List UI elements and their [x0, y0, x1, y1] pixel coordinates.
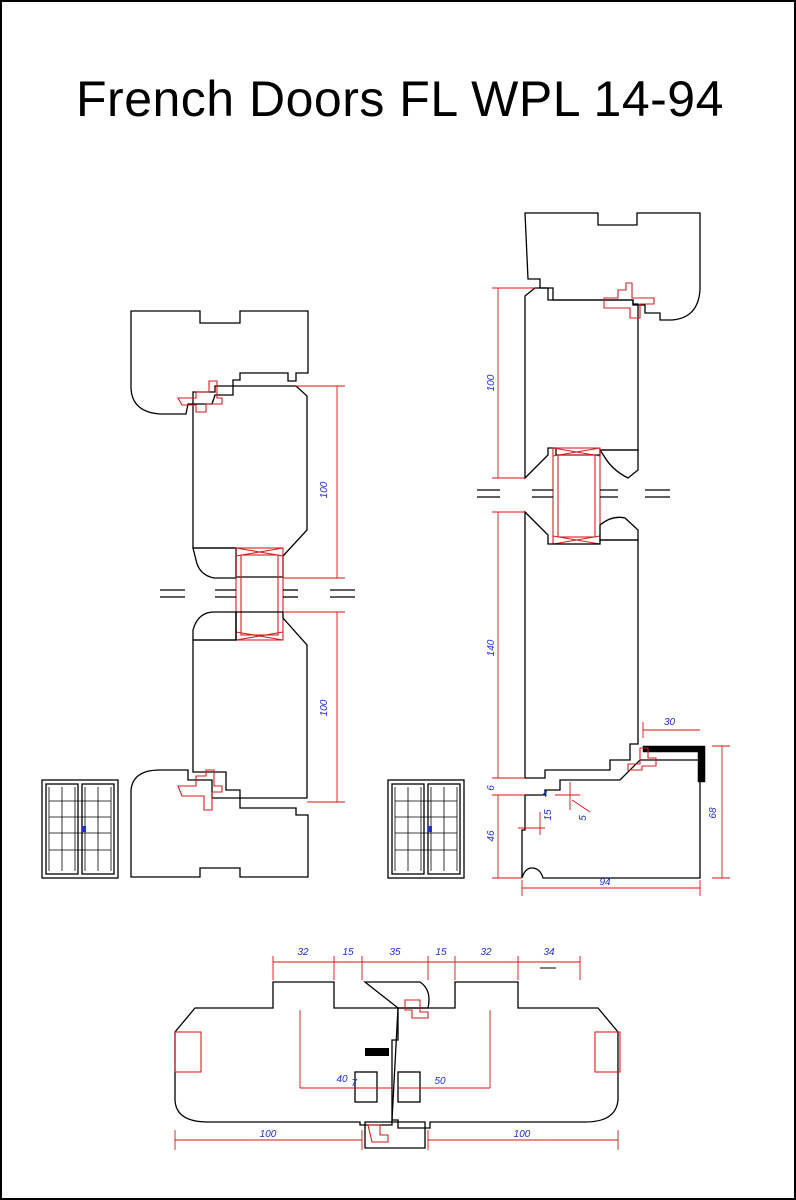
dim-35: 35 [389, 947, 401, 958]
dim-lower: 140 [486, 639, 497, 656]
door-thumbnail-icon [41, 779, 119, 879]
weatherstrip-top [177, 380, 223, 413]
right-dimensions [492, 287, 730, 896]
weatherstrip-bottom [627, 747, 657, 771]
dim-100-right: 100 [514, 1129, 531, 1140]
dim-32-left: 32 [297, 947, 309, 958]
dim-15-left: 15 [342, 947, 354, 958]
dim-94: 94 [599, 877, 611, 888]
plan-dimensions [174, 956, 619, 1150]
right-section: 100 140 6 46 4 15 5 30 68 94 [477, 212, 730, 896]
plan-section: 32 15 35 15 32 34 40 7 50 100 100 [174, 947, 621, 1150]
head-frame [130, 310, 309, 415]
dim-gap: 6 [486, 785, 497, 791]
lock-keep [365, 1048, 389, 1056]
astragal-bottom [364, 1121, 426, 1149]
dim-30: 30 [664, 717, 676, 728]
glazing-unit [235, 547, 284, 641]
glass-line [552, 447, 601, 457]
dim-15-right: 15 [435, 947, 447, 958]
glazing-inner [557, 454, 596, 538]
sill-frame [130, 769, 309, 878]
glass-line [235, 547, 284, 557]
dim-34: 34 [543, 947, 555, 958]
glass-line [235, 631, 284, 641]
glazing-inner [240, 554, 279, 636]
drawing-title: French Doors FL WPL 14-94 [76, 71, 724, 127]
dim-100-left: 100 [260, 1129, 277, 1140]
lock-body [354, 1071, 378, 1103]
weatherstrip [404, 999, 429, 1019]
dim-sill: 46 [486, 830, 497, 842]
dim-upper: 100 [486, 374, 497, 391]
astragal-top [363, 981, 430, 1009]
upper-sash-bead [192, 547, 237, 579]
head-frame [524, 212, 701, 321]
weatherstrip [367, 1124, 389, 1143]
upper-sash-bead [598, 449, 639, 479]
side-glazing-right [594, 1031, 621, 1073]
left-dimensions [283, 385, 345, 803]
sill-frame [521, 759, 701, 879]
weatherstrip-bottom [177, 769, 223, 811]
dim-50: 50 [434, 1076, 446, 1087]
side-glazing-left [174, 1031, 202, 1073]
dim-32-right: 32 [480, 947, 492, 958]
lower-sash-bead [192, 611, 237, 641]
glass-line [552, 535, 601, 545]
door-thumbnail-icon [387, 779, 465, 879]
dim-68: 68 [708, 807, 719, 819]
left-section: 100 100 [130, 310, 355, 878]
dim-4: 4 [542, 789, 548, 800]
lower-sash-bead [599, 516, 639, 541]
lower-sash [524, 510, 639, 779]
dim-15: 15 [543, 809, 554, 821]
threshold-profile [642, 745, 706, 783]
dim-5: 5 [578, 815, 589, 821]
dim-upper: 100 [319, 481, 330, 498]
lock-body [397, 1071, 421, 1103]
dim-lower: 100 [319, 699, 330, 716]
weatherstrip-top [603, 282, 655, 319]
glazing-unit [552, 447, 601, 545]
dim-7: 7 [351, 1078, 357, 1089]
left-leaf [174, 981, 399, 1126]
right-leaf [391, 981, 619, 1129]
break-marks [477, 489, 670, 498]
dim-40: 40 [336, 1074, 348, 1085]
break-marks [160, 589, 355, 598]
lower-sash [192, 611, 308, 799]
